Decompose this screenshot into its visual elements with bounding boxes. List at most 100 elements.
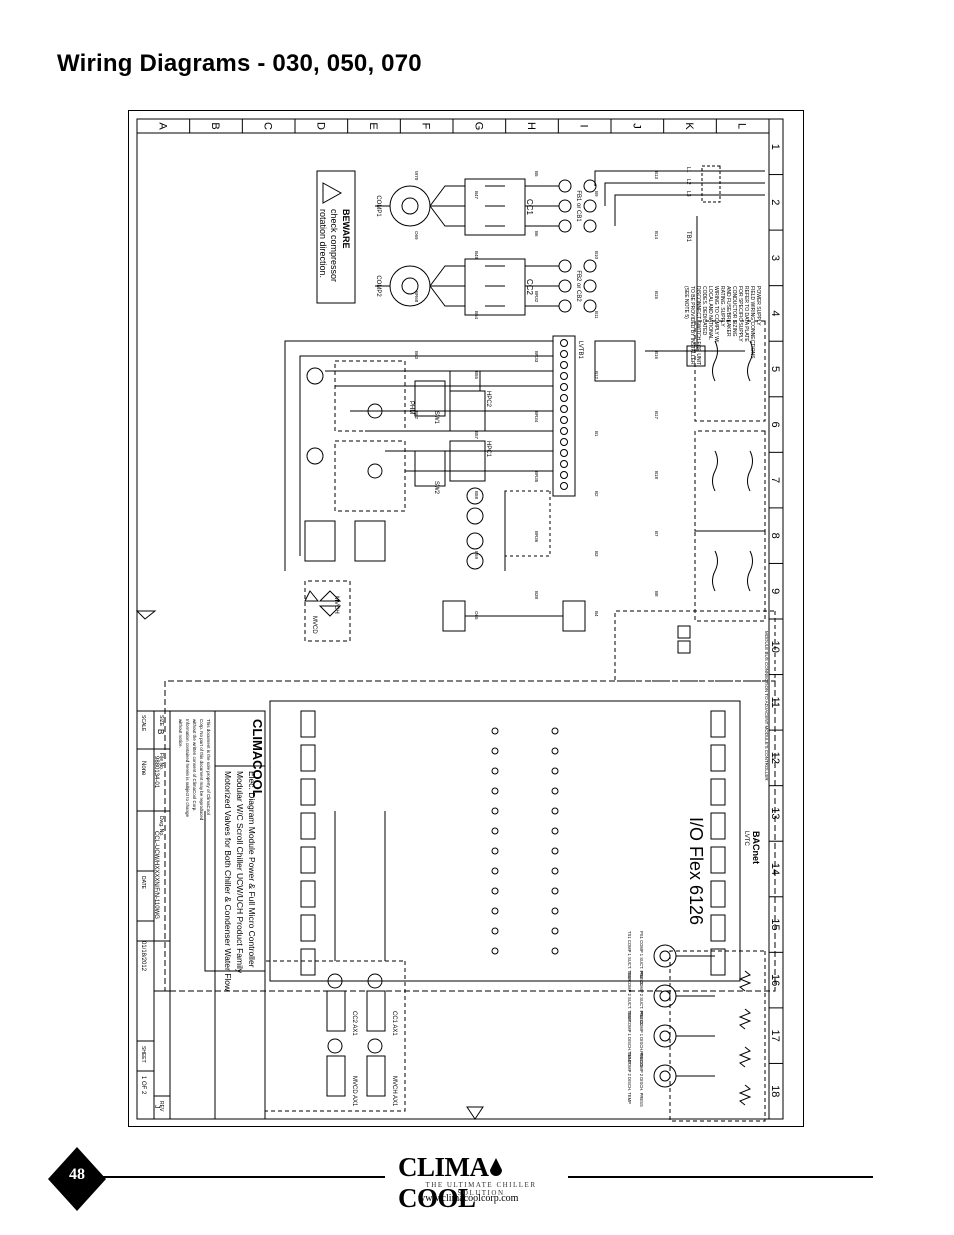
- grid-row-number: 1: [769, 144, 781, 150]
- board-io-point: [551, 927, 559, 935]
- file-label: File No.: [158, 753, 164, 770]
- compressor-label: COMP1: [375, 195, 381, 217]
- board-io-point: [551, 767, 559, 775]
- board-connector: [300, 914, 316, 942]
- power-supply-note-line: (SEE NOTE 5): [683, 286, 689, 319]
- fuse-block-label: FB1 or CB1: [575, 190, 581, 222]
- board-io-point: [491, 827, 499, 835]
- board-io-point: [491, 787, 499, 795]
- date-value: 01/18/2012: [140, 941, 146, 972]
- terminal-screw: [560, 416, 568, 424]
- grid-column-letter: H: [525, 122, 537, 130]
- terminal-label: MVCH: [333, 596, 339, 614]
- controller-name: I/O Flex 6126: [686, 817, 706, 925]
- grid-row-number: 16: [769, 974, 781, 986]
- board-connector: [710, 880, 726, 908]
- grid-column-letter: L: [736, 123, 748, 129]
- terminal-screw: [560, 405, 568, 413]
- terminal-screw: [560, 361, 568, 369]
- dwg-value: CCL-UCW/HXXXXN/F/N-110WG: [153, 831, 159, 919]
- page-number-badge: [48, 1147, 106, 1211]
- logo-brand-right: COOL: [398, 1183, 476, 1213]
- wire-label: B48: [474, 251, 479, 260]
- size-value: B: [156, 729, 165, 734]
- grid-column-letter: E: [367, 122, 379, 129]
- footer-rule-right: [568, 1176, 873, 1178]
- phase-label: L1: [685, 167, 691, 173]
- power-supply-note-line: WIRING TO COMPLY W/: [713, 286, 719, 343]
- power-supply-note-line: FIELD WIRING CONNECTIONS: [749, 286, 755, 359]
- wire-label: B12: [594, 371, 599, 380]
- warning-line: rotation direction.: [318, 209, 328, 278]
- sensor-label: PS1 COMP 1 SUCT. PRESS: [639, 931, 644, 985]
- grid-row-number: 9: [769, 588, 781, 594]
- wire-label: B11: [594, 311, 599, 319]
- grid-row-number: 7: [769, 477, 781, 483]
- board-io-point: [551, 847, 559, 855]
- bacnet-label: BACnet: [751, 831, 761, 864]
- wire-label: B8: [654, 591, 659, 597]
- wire-label: O69: [414, 231, 419, 240]
- rev-label: REV: [158, 1101, 164, 1112]
- wire-label: B16: [654, 351, 659, 360]
- board-connector: [710, 914, 726, 942]
- terminal-label: CC1 AX1: [391, 1011, 397, 1036]
- board-connector: [300, 744, 316, 772]
- grid-column-letter: C: [262, 122, 274, 130]
- compressor-label: COMP2: [375, 275, 381, 297]
- terminal-screw: [560, 394, 568, 402]
- board-connector: [710, 948, 726, 976]
- wire-label: BR35: [534, 471, 539, 483]
- terminal-label: SW1: [433, 411, 439, 425]
- title-block-logo: CLIMACOOL: [250, 719, 265, 798]
- terminal-label: CC2 AX1: [351, 1011, 357, 1036]
- wire-label: O65: [474, 611, 479, 620]
- power-supply-note-line: FOR SPECIFIC SUPPLY: [737, 286, 743, 342]
- board-connector: [710, 778, 726, 806]
- sheet-value: 1 OF 2: [140, 1076, 146, 1095]
- warning-title: BEWARE: [341, 209, 351, 249]
- temperature-sensor-symbol: [738, 1008, 752, 1030]
- power-supply-note-line: REFER TO DATA PLATE: [743, 286, 749, 342]
- wire-label: BR34: [534, 411, 539, 423]
- power-supply-note-line: LOCAL AND NATIONAL: [707, 286, 713, 340]
- phase-label: L2: [685, 179, 691, 185]
- board-connector: [300, 846, 316, 874]
- page-title: Wiring Diagrams - 030, 050, 070: [57, 50, 422, 77]
- grid-column-letter: I: [578, 124, 590, 127]
- grid-row-number: 17: [769, 1030, 781, 1042]
- wire-label: B10: [594, 251, 599, 260]
- terminal-screw: [560, 438, 568, 446]
- board-connector: [710, 744, 726, 772]
- terminal-screw: [560, 449, 568, 457]
- terminal-label: LVTC: [743, 831, 749, 847]
- sheet-label: SHEET: [140, 1046, 146, 1063]
- board-connector: [710, 812, 726, 840]
- board-io-point: [551, 747, 559, 755]
- wire-label: B38: [534, 591, 539, 600]
- terminal-screw: [560, 427, 568, 435]
- controller-note: MODULE BUS CONNECTION TO ADJACENT MODULE…: [764, 631, 769, 781]
- terminal-screw: [560, 383, 568, 391]
- title-block-notice: without notice.: [178, 719, 183, 748]
- grid-row-number: 12: [769, 752, 781, 764]
- wire-label: B14: [654, 231, 659, 240]
- wire-label: B9: [594, 191, 599, 197]
- grid-column-letter: J: [630, 123, 642, 129]
- power-supply-note-line: CONDUCTOR SIZING: [731, 286, 737, 337]
- board-io-point: [551, 727, 559, 735]
- terminal-label: MVCD AX1: [351, 1076, 357, 1107]
- power-supply-note-line: TO BE PROVIDED BY INSTALLER: [689, 286, 695, 365]
- board-io-point: [491, 847, 499, 855]
- wire-label: B58: [474, 491, 479, 500]
- footer-url: www.climacoolcorp.com: [418, 1193, 519, 1204]
- terminal-screw: [560, 471, 568, 479]
- board-io-point: [551, 807, 559, 815]
- terminal-label: HPC1: [485, 441, 491, 458]
- title-block-notice: without the written consent of ClimaCool…: [192, 719, 197, 812]
- wire-label: B15: [654, 291, 659, 300]
- sensor-label: TS2 COMP 2 SUCT. TEMP: [627, 971, 632, 1022]
- droplet-icon: [489, 1158, 502, 1176]
- wire-label: B63: [414, 351, 419, 360]
